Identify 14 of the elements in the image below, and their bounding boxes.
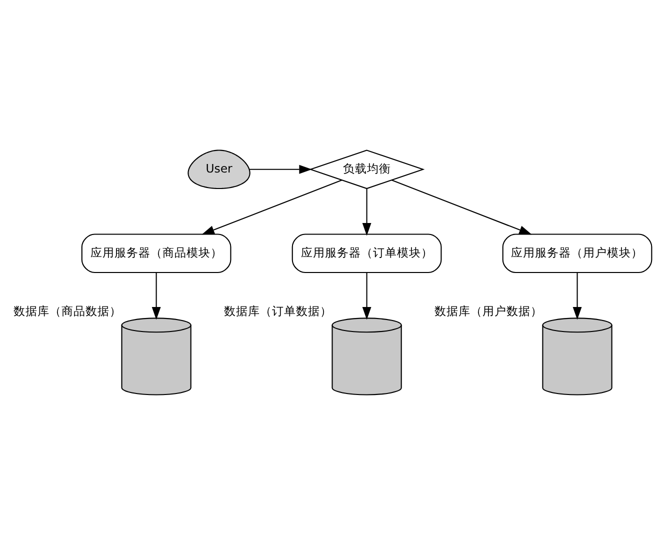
arrow [202, 179, 342, 234]
arrow [572, 272, 582, 320]
node-box: 应用服务器（商品模块） [81, 233, 232, 273]
node-label: 数据库（用户数据） [434, 303, 542, 318]
node-diamond: 负载均衡 [308, 149, 425, 189]
node-label: 数据库（商品数据） [14, 303, 122, 318]
node-box: 应用服务器（用户模块） [502, 233, 652, 273]
arrow [152, 272, 161, 320]
arrow [249, 164, 312, 174]
arrow [362, 272, 372, 320]
arrow [362, 188, 372, 236]
node-label: 数据库（订单数据） [224, 303, 332, 318]
node-box: 应用服务器（订单模块） [292, 233, 442, 273]
arrow [392, 179, 532, 234]
